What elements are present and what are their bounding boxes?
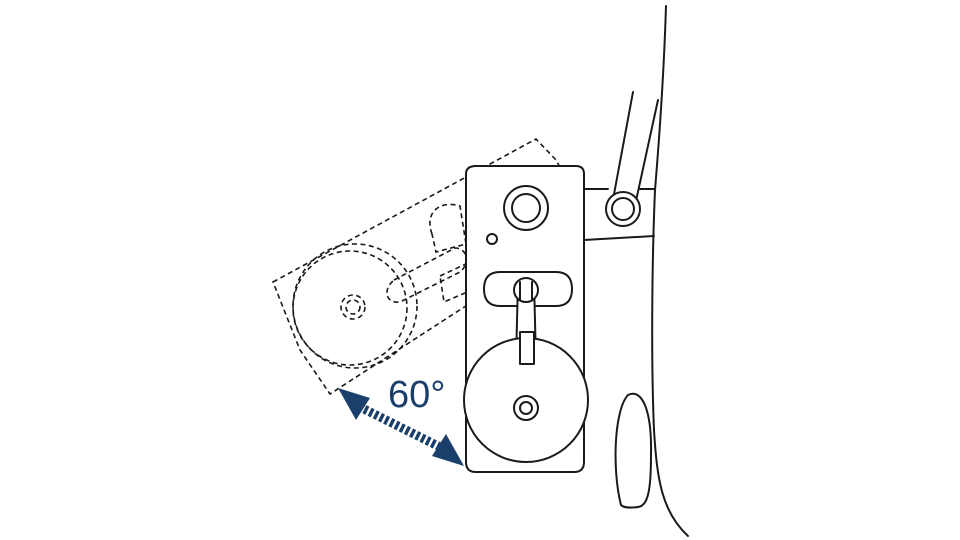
rotation-double-arrow-icon <box>338 388 464 466</box>
door-handle <box>605 91 659 227</box>
mount-bracket <box>583 188 655 241</box>
tilt-angle-label: 60° <box>388 374 446 416</box>
camera-body <box>463 165 589 473</box>
door-edge <box>651 5 689 537</box>
door-latch <box>614 392 653 509</box>
indicator-dot <box>486 233 498 245</box>
